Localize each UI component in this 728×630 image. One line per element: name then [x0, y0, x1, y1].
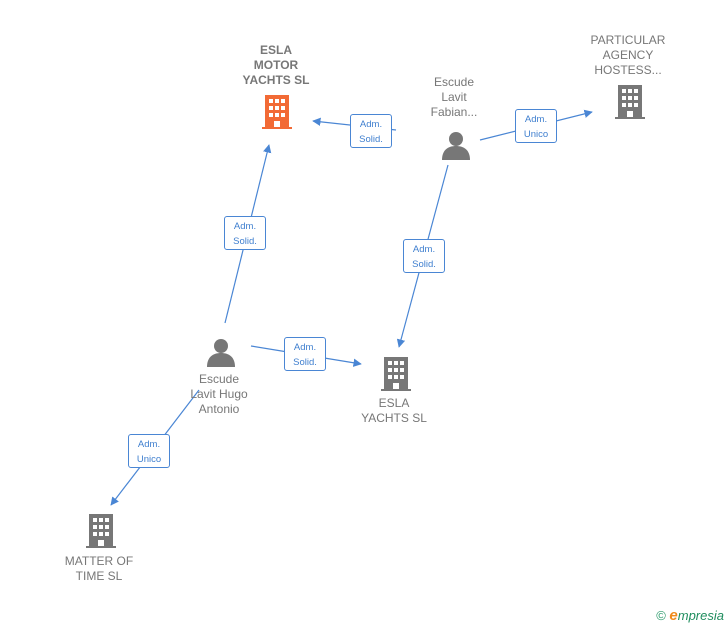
edge-label-line: Adm.	[524, 114, 548, 125]
person-icon[interactable]	[206, 337, 236, 367]
footer-brand: © empresia	[656, 607, 724, 624]
node-label-escude-lavit-fabian[interactable]: Escude Lavit Fabian...	[404, 75, 504, 120]
node-label-matter-of-time[interactable]: MATTER OF TIME SL	[49, 554, 149, 584]
node-label-line: PARTICULAR	[590, 33, 666, 47]
edge-label-line: Adm.	[137, 439, 161, 450]
node-label-line: Lavit	[441, 90, 467, 104]
edge-label-line: Unico	[523, 129, 549, 140]
building-icon[interactable]	[86, 514, 116, 548]
edge-label-line: Adm.	[359, 119, 383, 130]
edge-label-hugo-esla-yachts[interactable]: Adm. Solid.	[284, 337, 326, 371]
node-label-line: MATTER OF	[64, 554, 134, 568]
building-icon-highlighted[interactable]	[262, 95, 292, 129]
node-label-line: ESLA	[259, 43, 292, 57]
node-label-line: TIME SL	[75, 569, 123, 583]
edge-label-fabian-esla-yachts[interactable]: Adm. Solid.	[403, 239, 445, 273]
edge-label-line: Solid.	[359, 134, 383, 145]
building-icon[interactable]	[381, 357, 411, 391]
node-label-line: ESLA	[378, 396, 410, 410]
edge-label-line: Solid.	[293, 357, 317, 368]
node-label-esla-yachts[interactable]: ESLA YACHTS SL	[344, 396, 444, 426]
building-icon[interactable]	[615, 85, 645, 119]
node-label-escude-lavit-hugo[interactable]: Escude Lavit Hugo Antonio	[169, 372, 269, 417]
edge-label-line: Solid.	[412, 259, 436, 270]
node-label-line: Lavit Hugo	[190, 387, 248, 401]
node-label-line: AGENCY	[602, 48, 654, 62]
copyright-symbol: ©	[656, 608, 666, 623]
edge-label-line: Adm.	[412, 244, 436, 255]
node-label-line: Escude	[198, 372, 240, 386]
person-icon[interactable]	[441, 130, 471, 160]
node-label-particular-agency[interactable]: PARTICULAR AGENCY HOSTESS...	[578, 33, 678, 78]
edge-label-line: Adm.	[233, 221, 257, 232]
node-label-line: MOTOR	[253, 58, 299, 72]
node-label-line: HOSTESS...	[594, 63, 662, 77]
node-label-line: Fabian...	[430, 105, 478, 119]
edge-label-hugo-esla-motor[interactable]: Adm. Solid.	[224, 216, 266, 250]
node-label-line: Escude	[433, 75, 475, 89]
brand-logo-text: mpresia	[677, 608, 724, 623]
edge-label-line: Solid.	[233, 236, 257, 247]
node-label-line: Antonio	[198, 402, 240, 416]
node-label-line: YACHTS SL	[242, 73, 310, 87]
node-label-esla-motor-yachts[interactable]: ESLA MOTOR YACHTS SL	[226, 43, 326, 88]
edge-label-fabian-particular[interactable]: Adm. Unico	[515, 109, 557, 143]
brand-logo-initial: e	[669, 607, 678, 624]
edge-label-hugo-matter-of-time[interactable]: Adm. Unico	[128, 434, 170, 468]
edge-label-line: Unico	[136, 454, 162, 465]
node-label-line: YACHTS SL	[361, 411, 427, 425]
edge-label-fabian-esla-motor[interactable]: Adm. Solid.	[350, 114, 392, 148]
edge-label-line: Adm.	[293, 342, 317, 353]
